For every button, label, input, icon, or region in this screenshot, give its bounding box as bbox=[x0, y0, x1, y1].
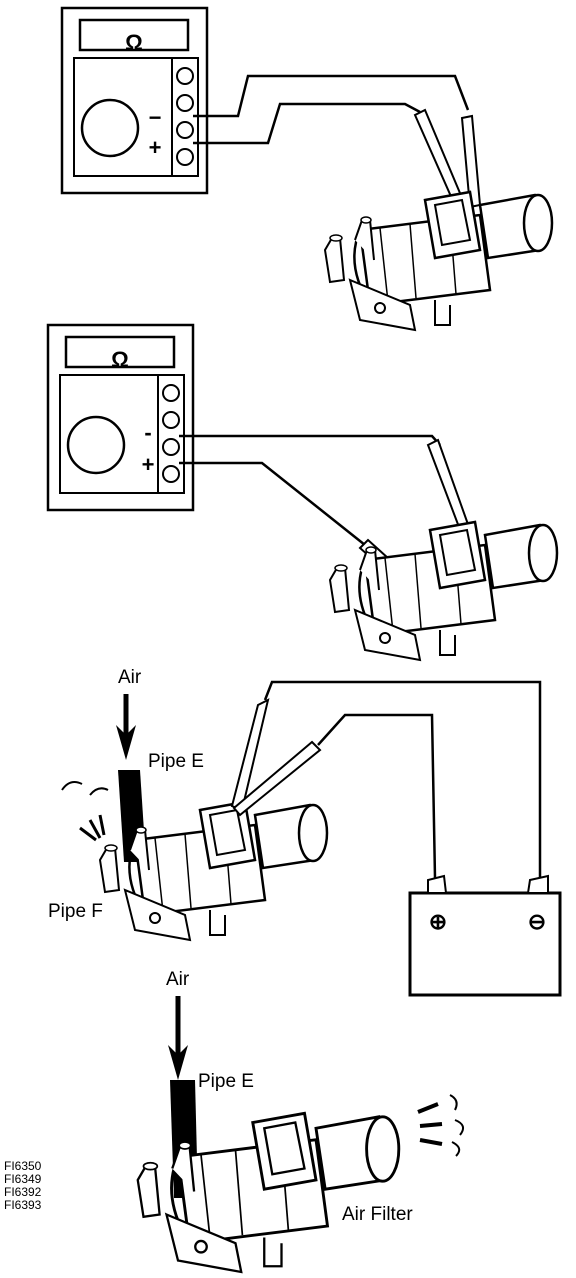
step3-operation-test: Air Pipe E Pipe F ⊕ ⊖ bbox=[48, 667, 562, 997]
air-burst-3 bbox=[79, 814, 106, 842]
battery: ⊕ ⊖ bbox=[408, 874, 562, 997]
test-lead-negative-1 bbox=[193, 74, 470, 118]
minus-terminal-label-1: − bbox=[149, 105, 162, 130]
probe-3b bbox=[232, 740, 322, 817]
step2-insulation-test: Ω - + bbox=[46, 323, 559, 662]
battery-positive-symbol: ⊕ bbox=[429, 909, 447, 934]
air-puff-3b bbox=[89, 787, 109, 796]
plus-terminal-label-1: + bbox=[149, 135, 162, 160]
test-lead-positive-2 bbox=[179, 461, 366, 546]
test-lead-negative-2 bbox=[179, 434, 441, 446]
wire-negative-3 bbox=[263, 680, 542, 878]
air-puffs-4 bbox=[449, 1094, 465, 1157]
figure-code: FI6393 bbox=[4, 1198, 42, 1212]
air-arrow-head-3 bbox=[116, 725, 136, 760]
pipe-f-label-3: Pipe F bbox=[48, 901, 103, 922]
step1-continuity-test: Ω − + bbox=[60, 6, 554, 332]
test-lead-positive-1 bbox=[193, 102, 421, 145]
figure-code: FI6350 bbox=[4, 1159, 42, 1173]
air-label-3: Air bbox=[118, 667, 142, 688]
pipe-e-label-4: Pipe E bbox=[198, 1071, 254, 1092]
minus-terminal-label-2: - bbox=[144, 420, 151, 445]
air-puff-3a bbox=[61, 781, 83, 791]
plus-terminal-label-2: + bbox=[142, 452, 155, 477]
air-burst-4 bbox=[417, 1102, 443, 1146]
battery-negative-symbol: ⊖ bbox=[528, 909, 546, 934]
figure-codes: FI6350 FI6349 FI6392 FI6393 bbox=[4, 1160, 41, 1212]
battery-terminal-negative bbox=[526, 874, 549, 894]
pipe-e-label-3: Pipe E bbox=[148, 751, 204, 772]
ohm-symbol-2: Ω bbox=[111, 347, 129, 372]
wire-positive-3 bbox=[317, 713, 437, 879]
battery-terminal-positive bbox=[427, 874, 448, 894]
air-label-4: Air bbox=[166, 969, 190, 990]
figure-code: FI6392 bbox=[4, 1185, 42, 1199]
ohm-symbol-1: Ω bbox=[125, 30, 143, 55]
air-arrow-head-4 bbox=[168, 1045, 188, 1080]
vsv-valve-1 bbox=[323, 190, 554, 332]
probe-2a bbox=[426, 438, 472, 537]
air-filter-label: Air Filter bbox=[342, 1204, 413, 1225]
figure-code: FI6349 bbox=[4, 1172, 42, 1186]
step4-air-filter-test: Air Pipe E Air Filter bbox=[136, 969, 465, 1274]
